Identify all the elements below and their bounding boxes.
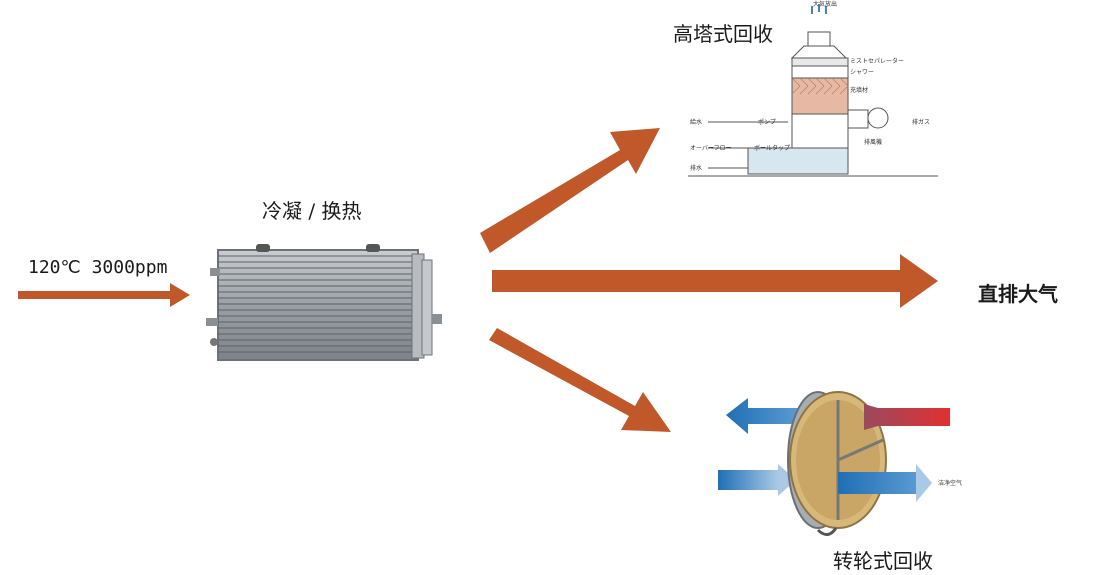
tower-water-supply-text: 給水 [690, 118, 702, 126]
condenser-image [206, 244, 442, 361]
tower-exhaust-gas-text: 排ガス [912, 118, 930, 126]
tower-packing-text: 充填材 [850, 86, 868, 94]
arrow-to-direct [492, 254, 938, 308]
input-condition-label: 120℃ 3000ppm [28, 257, 168, 278]
tower-exhaust-text: 大気放出 [813, 0, 837, 8]
tower-shower-text: シャワー [850, 69, 874, 76]
arrow-to-wheel [489, 328, 671, 432]
wheel-clean-air-text: 洁净空气 [938, 479, 962, 487]
tower-recovery-label: 高塔式回收 [673, 22, 773, 46]
top-circle-fragment [310, 0, 360, 10]
direct-exhaust-label: 直排大气 [978, 282, 1058, 306]
tower-ball-tap-text: ボールタップ [754, 144, 790, 152]
condenser-label: 冷凝 / 换热 [262, 199, 362, 223]
tower-pump-text: ポンプ [758, 118, 776, 126]
arrow-to-tower [480, 128, 660, 253]
tower-overflow-text: オーバーフロー [690, 145, 732, 152]
input-arrow [18, 283, 190, 307]
tower-scrubber-diagram: 大気放出 ミストセパレーター シャワー 充填材 ポンプ 給水 オーバーフロー ボ… [688, 0, 938, 178]
tower-mist-text: ミストセパレーター [850, 57, 904, 65]
rotary-wheel-diagram: 洁净空气 [718, 380, 968, 540]
tower-drain-text: 排水 [690, 164, 702, 172]
tower-fan-text: 排風機 [864, 138, 882, 146]
wheel-recovery-label: 转轮式回收 [833, 549, 933, 573]
